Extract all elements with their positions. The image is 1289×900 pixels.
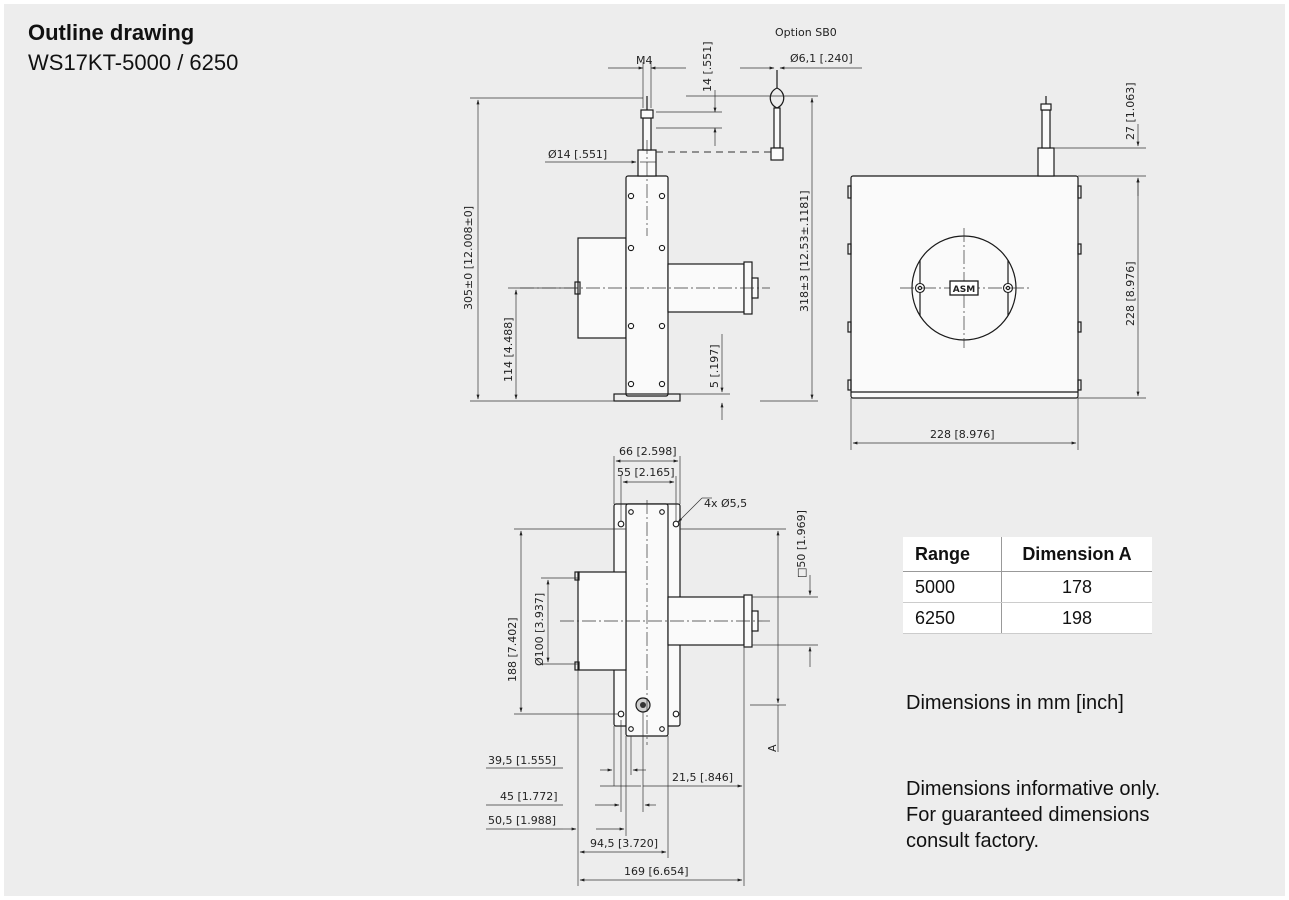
table-cell-dimension-a: 178: [1001, 571, 1152, 603]
dim-d27: 27 [1.063]: [1124, 82, 1137, 140]
side-base: [613, 393, 681, 402]
dim-w66: 66 [2.598]: [619, 445, 677, 458]
table-row: 6250 198: [903, 602, 1152, 634]
dim-d61: Ø6,1 [.240]: [790, 52, 853, 65]
dim-h318: 318±3 [12.53±.1181]: [798, 191, 811, 313]
dim-h114: 114 [4.488]: [502, 317, 515, 382]
dim-sq50: □50 [1.969]: [795, 510, 808, 578]
dim-d5: 5 [.197]: [708, 344, 721, 388]
option-sb0-eyelet: [769, 70, 785, 161]
dim-m4: M4: [636, 54, 653, 67]
dim-14-vertical: 14 [.551]: [701, 41, 714, 92]
dim-w55: 55 [2.165]: [617, 466, 675, 479]
front-wire-exit: [1037, 147, 1055, 177]
disclaimer-line-1: Dimensions informative only.: [906, 778, 1161, 800]
dim-d215: 21,5 [.846]: [672, 771, 733, 784]
disclaimer-line-3: consult factory.: [906, 830, 1040, 852]
side-view: M4 Option SB0 Ø6,1 [.240] 14 [.551] Ø14 …: [462, 26, 862, 420]
dim-a: A: [766, 744, 779, 752]
dim-h188: 188 [7.402]: [506, 617, 519, 682]
dim-h228: 228 [8.976]: [1124, 261, 1137, 326]
option-sb0-label: Option SB0: [775, 26, 837, 39]
table-header-dimension-a: Dimension A: [1001, 537, 1152, 572]
units-note: Dimensions in mm [inch]: [906, 692, 1124, 714]
asm-logo-text: ASM: [953, 285, 975, 295]
page-title: Outline drawing: [28, 20, 195, 45]
dim-d14-diameter: Ø14 [.551]: [548, 148, 607, 161]
dim-d169: 169 [6.654]: [624, 865, 689, 878]
table-cell-range: 5000: [903, 571, 1002, 603]
model-subtitle: WS17KT-5000 / 6250: [28, 50, 239, 75]
dim-d100: Ø100 [3.937]: [533, 593, 546, 666]
dim-h305: 305±0 [12.008±0]: [462, 206, 475, 310]
asm-logo: [949, 280, 979, 296]
disclaimer-line-2: For guaranteed dimensions: [906, 804, 1150, 826]
table-cell-range: 6250: [903, 602, 1002, 634]
range-table: Range Dimension A 5000 178 6250 198: [903, 537, 1152, 634]
dim-holes: 4x Ø5,5: [704, 497, 747, 510]
dim-d45: 45 [1.772]: [500, 790, 558, 803]
table-cell-dimension-a: 198: [1001, 602, 1152, 634]
table-header-range: Range: [903, 537, 1002, 572]
dim-d945: 94,5 [3.720]: [590, 837, 658, 850]
dim-d395: 39,5 [1.555]: [488, 754, 556, 767]
bottom-view: 66 [2.598] 55 [2.165] 4x Ø5,5 188 [7.402…: [486, 445, 818, 886]
dim-w228: 228 [8.976]: [930, 428, 995, 441]
front-view: ASM 27 [1.063] 228 [8.976] 228 [8.976]: [847, 82, 1146, 450]
dim-d505: 50,5 [1.988]: [488, 814, 556, 827]
table-header-row: Range Dimension A: [903, 537, 1152, 572]
table-row: 5000 178: [903, 571, 1152, 603]
